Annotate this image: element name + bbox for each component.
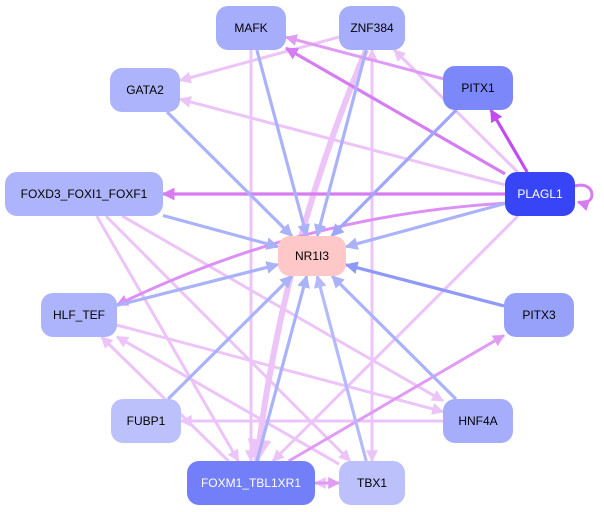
node-box bbox=[111, 399, 181, 443]
node-label: PLAGL1 bbox=[517, 187, 563, 201]
edge-tbx1-to-nr1i3 bbox=[314, 274, 368, 462]
edge-hlf_tef-to-hnf4a bbox=[116, 323, 445, 415]
node-znf384[interactable]: ZNF384 bbox=[339, 6, 405, 50]
node-tbx1[interactable]: TBX1 bbox=[339, 461, 405, 505]
edge-foxm1_tbl1xr1-to-nr1i3 bbox=[255, 274, 310, 462]
node-box bbox=[110, 68, 180, 112]
node-fubp1[interactable]: FUBP1 bbox=[111, 399, 181, 443]
node-box bbox=[505, 172, 575, 216]
edge-foxd3_foxi1_foxf1-to-hnf4a bbox=[121, 214, 445, 403]
edge-znf384-to-nr1i3 bbox=[314, 49, 368, 238]
edge-mafk-to-nr1i3 bbox=[255, 49, 310, 238]
edge-gata2-to-nr1i3 bbox=[166, 110, 294, 238]
edge-hlf_tef-to-nr1i3 bbox=[116, 261, 280, 307]
node-label: NR1I3 bbox=[295, 249, 329, 263]
node-nr1i3[interactable]: NR1I3 bbox=[278, 236, 346, 276]
edge-foxm1_tbl1xr1-to-pitx3 bbox=[287, 334, 506, 463]
node-hlf-tef[interactable]: HLF_TEF bbox=[41, 293, 117, 337]
node-label: HNF4A bbox=[458, 414, 497, 428]
node-hnf4a[interactable]: HNF4A bbox=[443, 399, 513, 443]
edge-hnf4a-to-nr1i3 bbox=[330, 274, 457, 401]
node-foxd3-foxi1-foxf1[interactable]: FOXD3_FOXI1_FOXF1 bbox=[5, 172, 163, 216]
node-pitx1[interactable]: PITX1 bbox=[443, 66, 513, 110]
node-box bbox=[187, 461, 315, 505]
node-box bbox=[278, 236, 346, 276]
node-label: PITX3 bbox=[522, 308, 556, 322]
node-box bbox=[41, 293, 117, 337]
edge-pitx3-to-nr1i3 bbox=[344, 261, 505, 308]
node-plagl1[interactable]: PLAGL1 bbox=[505, 172, 575, 216]
node-box bbox=[339, 6, 405, 50]
node-pitx3[interactable]: PITX3 bbox=[504, 293, 574, 337]
node-foxm1-tbl1xr1[interactable]: FOXM1_TBL1XR1 bbox=[187, 461, 315, 505]
node-box bbox=[339, 461, 405, 505]
node-box bbox=[504, 293, 574, 337]
node-label: HLF_TEF bbox=[53, 308, 105, 322]
edge-tbx1-to-hlf_tef bbox=[115, 335, 340, 466]
node-mafk[interactable]: MAFK bbox=[216, 6, 286, 50]
node-label: GATA2 bbox=[126, 83, 164, 97]
node-label: FUBP1 bbox=[127, 414, 166, 428]
edge-foxd3_foxi1_foxf1-to-nr1i3 bbox=[162, 213, 280, 250]
node-label: TBX1 bbox=[357, 476, 387, 490]
edge-plagl1-to-plagl1 bbox=[574, 183, 594, 211]
node-label: PITX1 bbox=[461, 81, 495, 95]
node-box bbox=[443, 66, 513, 110]
node-box bbox=[5, 172, 163, 216]
edge-pitx1-to-nr1i3 bbox=[330, 108, 458, 238]
node-label: ZNF384 bbox=[350, 21, 394, 35]
node-label: FOXD3_FOXI1_FOXF1 bbox=[21, 187, 148, 201]
node-label: MAFK bbox=[234, 21, 267, 35]
edge-plagl1-to-nr1i3 bbox=[344, 201, 506, 250]
node-box bbox=[443, 399, 513, 443]
edge-fubp1-to-nr1i3 bbox=[167, 274, 294, 401]
edge-plagl1-to-pitx1 bbox=[489, 108, 529, 173]
node-gata2[interactable]: GATA2 bbox=[110, 68, 180, 112]
node-label: FOXM1_TBL1XR1 bbox=[201, 476, 301, 490]
edge-plagl1-to-mafk bbox=[284, 46, 506, 176]
node-box bbox=[216, 6, 286, 50]
